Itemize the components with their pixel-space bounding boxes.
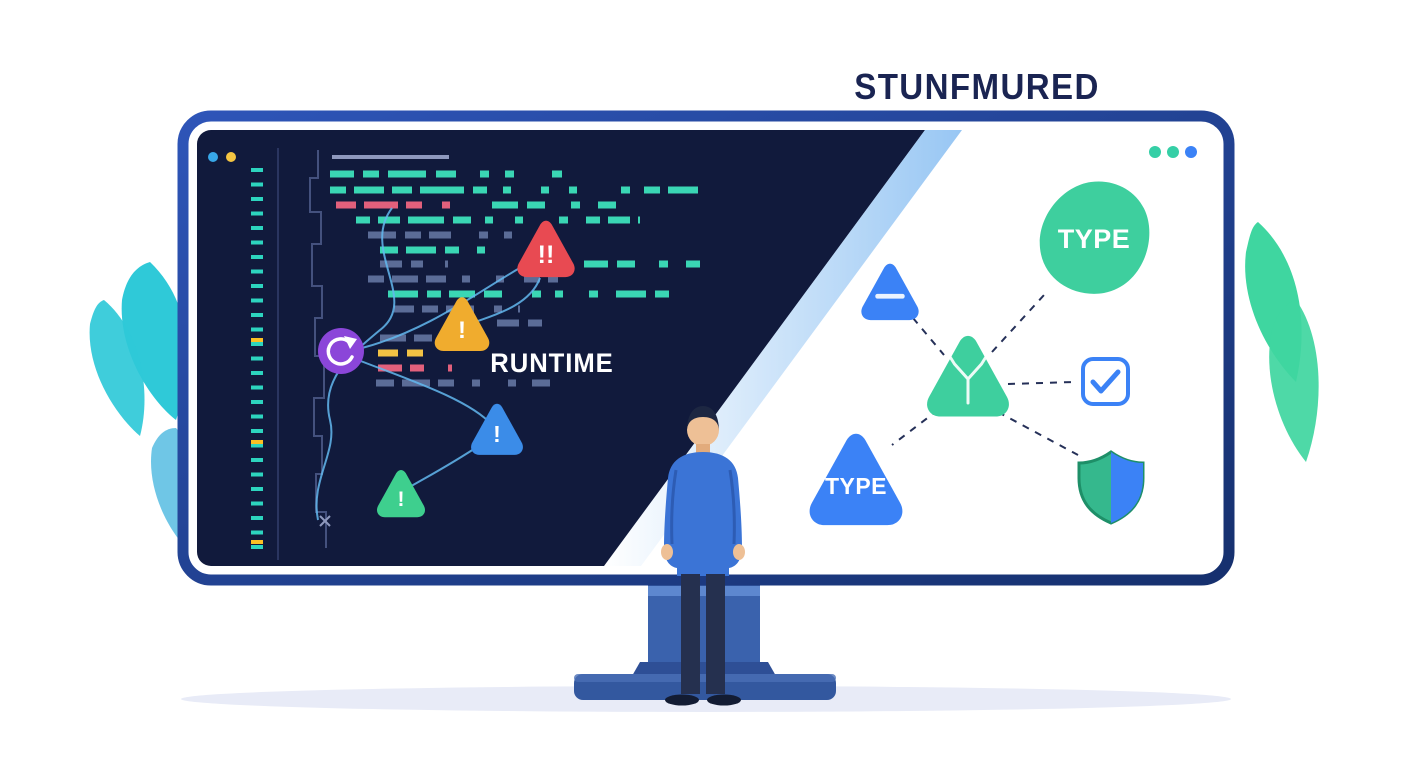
- node-bar: [875, 293, 905, 299]
- monitor-stand: [574, 578, 836, 700]
- person-torso: [664, 452, 742, 576]
- refresh-icon: [318, 328, 364, 374]
- leaf-shape: [121, 262, 188, 420]
- checkbox-box: [1081, 357, 1130, 406]
- checkbox-icon: [1081, 357, 1130, 406]
- info-glyph: !: [493, 421, 501, 447]
- connector-line: [997, 411, 1079, 456]
- sparkle-mark: [319, 515, 331, 527]
- minor-glyph: !: [398, 488, 405, 511]
- flow-line: [474, 277, 541, 323]
- refresh-arrowhead: [344, 336, 357, 349]
- blob-shape: [1039, 181, 1150, 294]
- refresh-circle: [318, 328, 364, 374]
- person-arm-right: [728, 469, 736, 545]
- leaf-shape: [1269, 300, 1319, 462]
- person-leg: [706, 574, 725, 694]
- screen-dark-panel: [197, 130, 925, 566]
- headline: STUNFMURED: [854, 68, 1100, 108]
- shield-half: [1111, 452, 1143, 523]
- connector-line: [1007, 381, 1075, 385]
- runtime-label: RUNTIME: [490, 347, 613, 378]
- person-hand: [733, 544, 745, 560]
- person-leg: [681, 574, 700, 694]
- connector-line: [891, 409, 939, 446]
- window-dot: [1149, 146, 1161, 158]
- code-lines: [330, 170, 706, 387]
- warning-glyph: !: [458, 317, 466, 344]
- person-hair: [687, 406, 719, 431]
- person-arm-left: [670, 469, 678, 545]
- stand-neck-highlight: [648, 586, 760, 596]
- gutter-tick-highlight: [251, 540, 263, 544]
- window-dot: [1167, 146, 1179, 158]
- person-foot: [707, 694, 741, 706]
- monitor-screen: RUNTIME !! ! ! !: [197, 130, 1215, 566]
- window-dot: [1185, 146, 1197, 158]
- person-neck: [696, 444, 710, 455]
- branch-glyph: [945, 350, 991, 405]
- node-connectors: [891, 294, 1079, 456]
- type-top-label: TYPE: [1058, 224, 1131, 254]
- step-trace-line: [309, 150, 327, 548]
- flow-line: [407, 444, 481, 489]
- stand-base-highlight: [574, 674, 836, 682]
- type-bottom-label: TYPE: [825, 473, 887, 499]
- gutter-tick-highlight: [251, 440, 263, 444]
- window-dot: [226, 152, 236, 162]
- critical-glyph: !!: [538, 241, 555, 269]
- checkbox-check: [1090, 369, 1121, 394]
- type-node-blue-icon: [861, 263, 919, 321]
- window-dot: [208, 152, 218, 162]
- person-head: [687, 414, 719, 446]
- person-hand: [661, 544, 673, 560]
- gutter-tick-highlight: [251, 338, 263, 342]
- type-blob-top: TYPE: [1039, 181, 1150, 294]
- person-foot: [665, 694, 699, 706]
- line-number-gutter: [251, 148, 279, 560]
- person-figure: [661, 406, 745, 706]
- leaf-shape: [89, 300, 145, 436]
- shield-icon: [1077, 450, 1145, 525]
- decor-leaves-right: [1245, 222, 1319, 462]
- type-node-center-icon: [927, 335, 1009, 417]
- refresh-arrow: [326, 337, 354, 366]
- flow-line: [357, 359, 493, 426]
- stand-flare: [632, 662, 776, 676]
